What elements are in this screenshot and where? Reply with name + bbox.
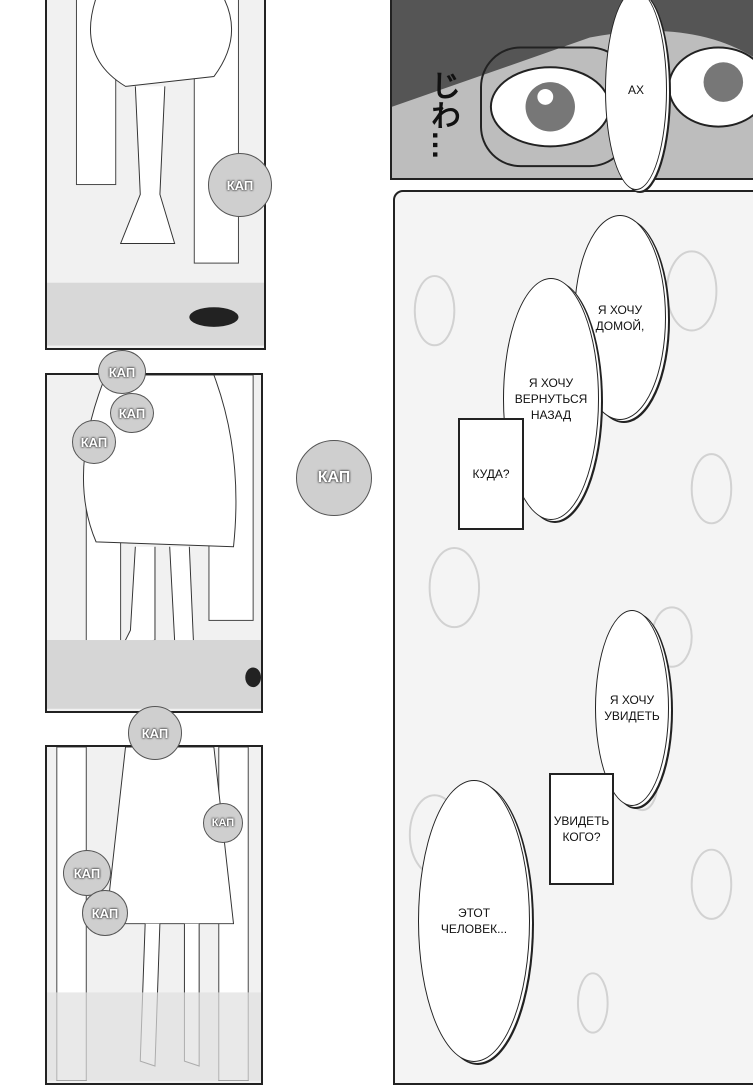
drop-sfx: КАП (110, 393, 154, 433)
drop-sfx: КАП (72, 420, 116, 464)
sound-effect-text: じわ… (426, 70, 459, 160)
legs-drawing (47, 747, 261, 1081)
speech-bubble-ah: АХ (605, 0, 667, 190)
drop-sfx: КАП (63, 850, 111, 896)
panel-legs-3 (45, 745, 263, 1085)
panel-eyes (390, 0, 753, 180)
drop-sfx: КАП (208, 153, 272, 217)
drop-sfx: КАП (82, 890, 128, 936)
drop-sfx: КАП (98, 350, 146, 394)
caption-box-see-whom: УВИДЕТЬ КОГО? (549, 773, 614, 885)
drop-sfx: КАП (203, 803, 243, 843)
panel-legs-2 (45, 373, 263, 713)
drop-sfx: КАП (296, 440, 372, 516)
crying-eyes-drawing (392, 0, 753, 168)
caption-box-where: КУДА? (458, 418, 524, 530)
drop-sfx: КАП (128, 706, 182, 760)
legs-drawing (47, 0, 264, 346)
speech-bubble-this-person: ЭТОТ ЧЕЛОВЕК... (418, 780, 530, 1062)
